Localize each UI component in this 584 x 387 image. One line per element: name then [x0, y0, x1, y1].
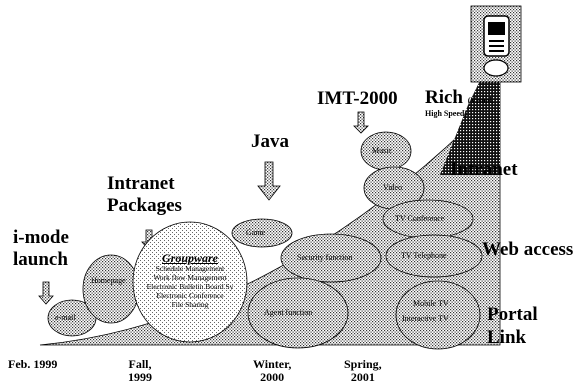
timeline-fall-1999: Fall,1999: [128, 357, 152, 384]
mobile-device-icon: [470, 5, 522, 83]
timeline-winter-2000: Winter,2000: [253, 357, 292, 384]
groupware-item: File Sharing: [171, 299, 209, 309]
bubble-video-label: Video: [383, 183, 403, 192]
bubble-game-label: Game: [246, 228, 266, 237]
bubble-agent: [247, 277, 349, 349]
imt2000-label: IMT-2000: [317, 88, 398, 109]
bubble-interactive-tv-label: Interactive TV: [402, 314, 449, 323]
bubble-homepage: [82, 254, 140, 324]
bubble-music-label: Music: [372, 146, 392, 155]
rich-label: Rich (Visual, High Speed): [425, 87, 494, 118]
bubble-agent-label: Agent function: [264, 308, 313, 317]
bubble-security-label: Security function: [297, 253, 353, 262]
groupware-item: Electronic Bulletin Board Sy: [146, 281, 234, 291]
down-arrow-imt2000-icon: [353, 111, 369, 134]
web-access-category-label: Web access: [482, 239, 574, 260]
bubble-tv-conference-label: TV Conference: [395, 214, 445, 223]
bubble-groupware: [132, 221, 248, 343]
intranet-category-label: Intranet: [450, 159, 518, 180]
groupware-item: Electronic Conference: [156, 290, 224, 300]
portal-link-category-label: Portal Link: [487, 304, 538, 348]
intranet-packages-label: Intranet Packages: [107, 173, 182, 216]
groupware-item: Schedule Management: [155, 264, 225, 274]
bubble-portal: [395, 280, 481, 350]
down-arrow-imode-icon: [38, 281, 54, 305]
bubble-game: [231, 218, 293, 248]
bubble-security: [280, 233, 382, 283]
down-arrow-java-icon: [257, 161, 281, 201]
bubble-homepage-label: Homepage: [91, 276, 126, 285]
groupware-item: Work flow Management: [153, 273, 227, 282]
timeline-spring-2001: Spring,2001: [344, 357, 382, 384]
imode-launch-label: i-mode launch: [13, 227, 69, 270]
java-label: Java: [251, 131, 289, 152]
bubble-email-label: e-mail: [55, 313, 76, 322]
groupware-title: Groupware: [161, 251, 218, 265]
bubble-mobile-tv-label: Mobile TV: [413, 299, 449, 308]
bubble-tv-telephone: [385, 234, 483, 278]
timeline-feb-1999: Feb. 1999: [8, 357, 58, 371]
bubble-tv-telephone-label: TV Telephone: [401, 251, 447, 260]
groupware-block: Groupware Schedule Management Work flow …: [134, 251, 246, 309]
